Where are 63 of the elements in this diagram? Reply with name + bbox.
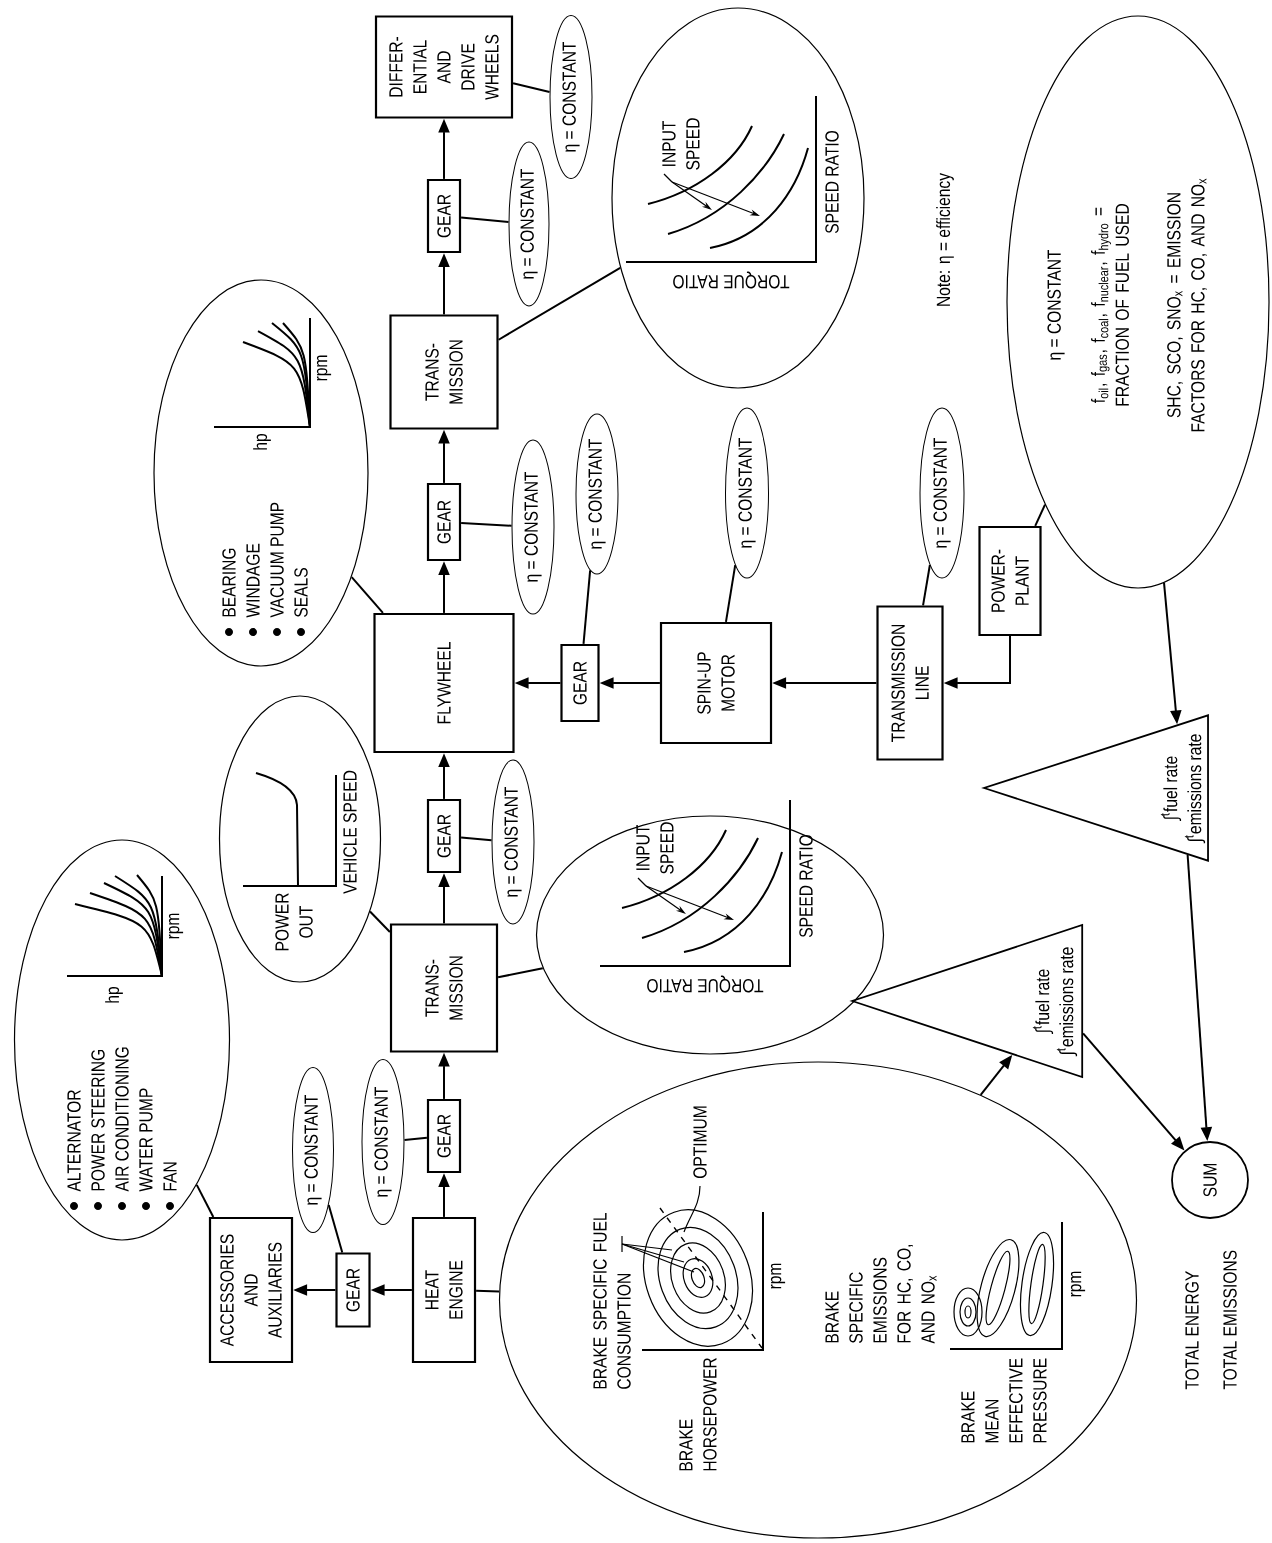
process-box: GEAR [335, 1252, 371, 1328]
chart-label: INPUT SPEED [636, 822, 674, 874]
connector-line [403, 1136, 428, 1141]
chart-label: BRAKE SPECIFIC EMISSIONS FOR HC, CO, AND NO$_{x}$ [825, 1244, 937, 1344]
chart-label: INPUT SPEED [662, 118, 700, 170]
connector-line [1034, 503, 1046, 527]
axis-label: BRAKE MEAN EFFECTIVE PRESSURE [961, 1358, 1047, 1443]
note-text: Note: η = efficiency [936, 173, 954, 306]
node-caption: TOTAL ENERGY [1185, 1271, 1199, 1390]
bullet-item: BEARING [222, 548, 236, 636]
bullet-item: SEALS [294, 568, 308, 636]
process-box: TRANS- MISSION [389, 314, 499, 430]
process-box: GEAR [426, 798, 462, 874]
process-box: ACCESSORIES AND AUXILIARIES [208, 1216, 294, 1364]
axis-label: rpm [168, 913, 184, 939]
connector-line [512, 82, 551, 93]
connector-line [724, 564, 737, 623]
connector-line [369, 910, 391, 934]
bullet-item: WATER PUMP [139, 1088, 153, 1210]
process-box: DIFFER- ENTIAL AND DRIVE WHEELS [374, 15, 514, 119]
chart-label: OPTIMUM [693, 1106, 707, 1179]
connector-line [460, 521, 513, 527]
bullet-item: POWER STEERING [91, 1049, 105, 1210]
bullet-item: WINDAGE [246, 543, 260, 636]
connector-line [460, 216, 510, 224]
axis-label: rpm [770, 1263, 786, 1289]
axis-label: VEHICLE SPEED [343, 770, 357, 894]
process-box: SPIN-UP MOTOR [659, 621, 773, 745]
bullet-item: AIR CONDITIONING [115, 1047, 129, 1210]
process-box: POWER- PLANT [978, 525, 1042, 637]
process-box: GEAR [560, 643, 600, 723]
process-box: GEAR [426, 482, 462, 562]
connector-line [497, 266, 622, 341]
axis-label: hp [105, 987, 123, 1003]
connector-line [582, 569, 592, 645]
process-box: HEAT ENGINE [411, 1216, 477, 1364]
process-box: TRANSMISSION LINE [876, 605, 944, 761]
equation-text: η = CONSTANT [1047, 249, 1065, 360]
connector-line [922, 564, 931, 607]
process-box: GEAR [426, 178, 462, 254]
bullet-item: FAN [163, 1162, 177, 1210]
axis-label: SPEED RATIO [825, 130, 839, 234]
connector-line [195, 1183, 215, 1218]
bullet-item: VACUUM PUMP [270, 502, 284, 636]
connector-line [327, 1204, 344, 1254]
axis-label: hp [253, 434, 271, 450]
axis-label: rpm [1070, 1271, 1086, 1297]
axis-label: TORQUE RATIO [673, 271, 790, 289]
connector-line [350, 576, 384, 614]
connector-line [475, 1289, 501, 1293]
axis-label: TORQUE RATIO [647, 975, 764, 993]
axis-label: POWER OUT [275, 893, 313, 951]
axis-label: BRAKE SPECIFIC FUEL CONSUMPTION [593, 1213, 631, 1389]
process-box: FLYWHEEL [373, 612, 515, 754]
connector-line [497, 967, 544, 979]
axis-label: BRAKE HORSEPOWER [679, 1358, 717, 1471]
process-box: GEAR [426, 1098, 462, 1174]
axis-label: rpm [316, 355, 332, 381]
process-box: TRANS- MISSION [389, 923, 499, 1053]
axis-label: SPEED RATIO [799, 834, 813, 938]
bullet-item: ALTERNATOR [67, 1090, 81, 1210]
node-caption: TOTAL EMISSIONS [1223, 1250, 1237, 1390]
connector-line [460, 836, 493, 842]
